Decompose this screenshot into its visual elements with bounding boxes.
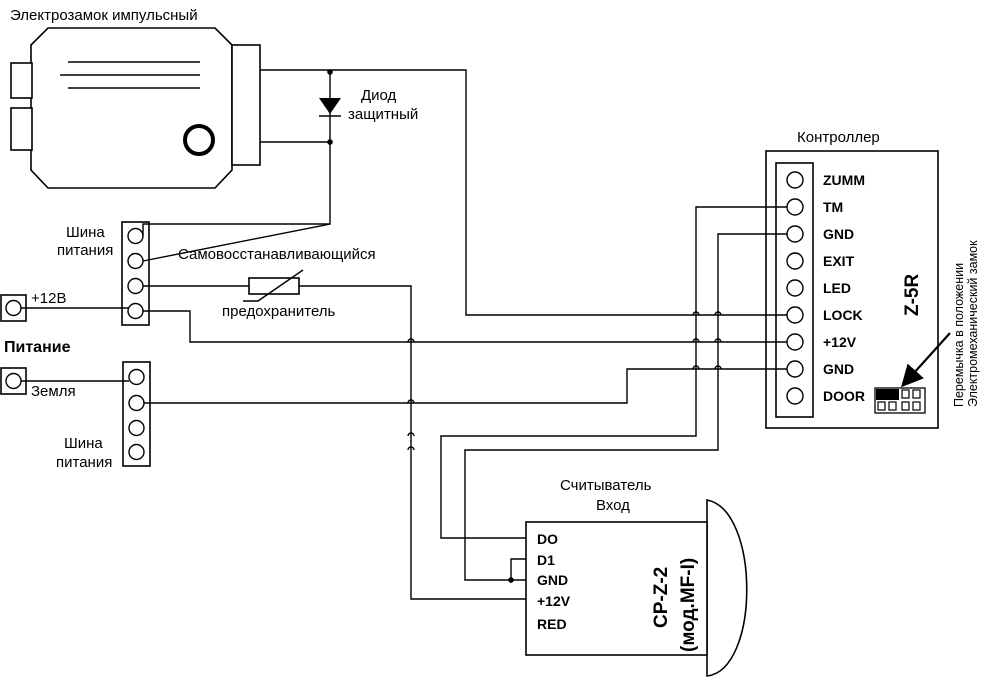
diode-label-line1: Диод xyxy=(361,87,397,104)
resettable-fuse: Самовосстанавливающийся предохранитель xyxy=(178,246,376,320)
jumper-note-line2: Электромеханический замок xyxy=(966,240,980,407)
reader-pin-red: RED xyxy=(537,616,567,632)
lock-cylinder-icon xyxy=(183,124,215,156)
reader-pin-do: DO xyxy=(537,531,558,547)
wires xyxy=(21,69,787,600)
plus-12v-label: +12В xyxy=(31,290,66,307)
reader-model-line1: CP-Z-2 xyxy=(651,567,672,628)
controller: Контроллер ZUMM TM GND EXIT LED LOCK +12… xyxy=(765,129,951,429)
bus-top-label-line1: Шина xyxy=(66,224,105,241)
reader-title-line2: Вход xyxy=(596,497,630,514)
controller-pin-lock: LOCK xyxy=(823,307,863,323)
card-reader: Считыватель Вход DO D1 GND +12V RED CP-Z… xyxy=(525,477,748,677)
protective-diode: Диод защитный xyxy=(319,69,418,145)
controller-pin-zumm: ZUMM xyxy=(823,172,865,188)
lock-title: Электрозамок импульсный xyxy=(10,7,198,24)
jumper-note-line1: Перемычка в положении xyxy=(952,263,966,407)
power-title: Питание xyxy=(4,339,71,356)
controller-title: Контроллер xyxy=(797,129,880,146)
ground-label: Земля xyxy=(31,383,76,400)
controller-pin-tm: TM xyxy=(823,199,843,215)
reader-title-line1: Считыватель xyxy=(560,477,652,494)
diode-label-line2: защитный xyxy=(348,106,418,123)
reader-pin-gnd: GND xyxy=(537,572,568,588)
controller-model: Z-5R xyxy=(902,274,923,317)
jumper-arrow xyxy=(901,332,951,388)
jumper-block xyxy=(874,387,926,414)
fuse-label-line2: предохранитель xyxy=(222,303,336,320)
power-bus-bottom: Шина питания xyxy=(56,361,151,471)
controller-pin-gnd1: GND xyxy=(823,226,854,242)
bus-bottom-label-line1: Шина xyxy=(64,435,103,452)
power-input: +12В Питание Земля xyxy=(0,290,76,400)
controller-pin-led: LED xyxy=(823,280,851,296)
controller-pin-door: DOOR xyxy=(823,388,865,404)
reader-pin-12v: +12V xyxy=(537,593,571,609)
controller-pin-12v: +12V xyxy=(823,334,857,350)
power-bus-top: Шина питания xyxy=(57,221,150,326)
fuse-label-line1: Самовосстанавливающийся xyxy=(178,246,376,263)
reader-pin-d1: D1 xyxy=(537,552,555,568)
bus-top-label-line2: питания xyxy=(57,242,113,259)
controller-pin-exit: EXIT xyxy=(823,253,855,269)
bus-bottom-label-line2: питания xyxy=(56,454,112,471)
electric-lock: Электрозамок импульсный xyxy=(10,7,261,189)
controller-pin-gnd2: GND xyxy=(823,361,854,377)
reader-model-line2: (мод.MF-I) xyxy=(678,558,699,652)
